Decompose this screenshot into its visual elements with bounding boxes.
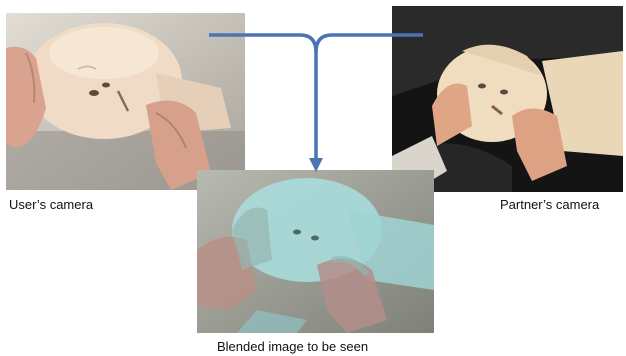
arrow-down-icon — [309, 158, 323, 172]
arrow-line-from-user — [209, 35, 316, 52]
partner-camera-caption: Partner’s camera — [500, 197, 599, 212]
arrow-line-from-partner — [316, 35, 423, 52]
blended-image-caption: Blended image to be seen — [217, 339, 368, 354]
user-camera-caption: User’s camera — [9, 197, 93, 212]
